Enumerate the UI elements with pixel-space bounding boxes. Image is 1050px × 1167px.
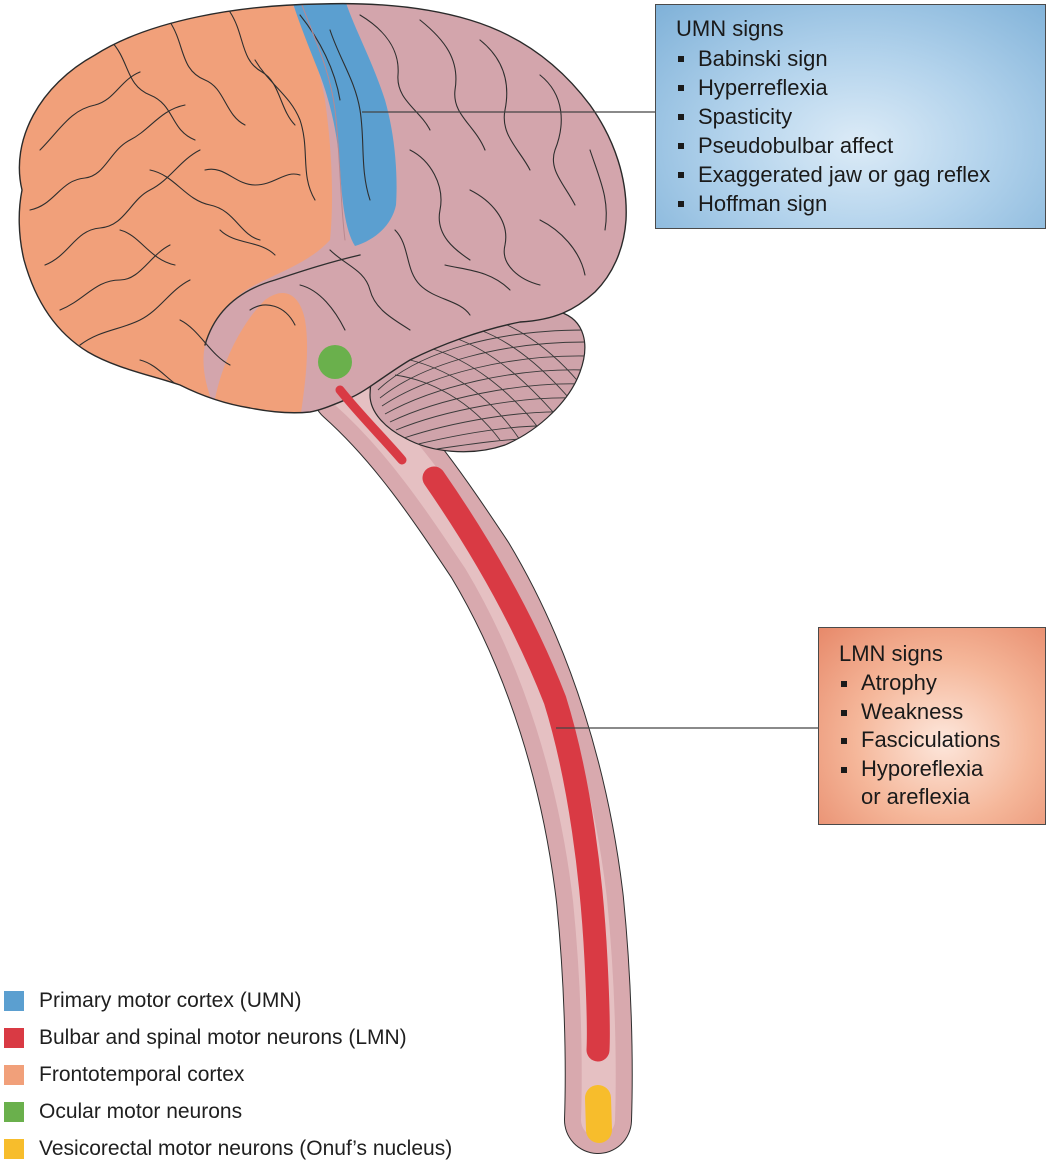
onufs-nucleus-mark (585, 1085, 612, 1143)
legend: Primary motor cortex (UMN) Bulbar and sp… (4, 982, 452, 1167)
legend-item: Frontotemporal cortex (4, 1056, 452, 1093)
legend-label: Ocular motor neurons (39, 1099, 243, 1123)
lmn-signs-list: Atrophy Weakness Fasciculations Hyporefl… (839, 669, 1035, 812)
cerebrum (18, 2, 627, 414)
legend-item: Ocular motor neurons (4, 1093, 452, 1130)
lmn-signs-box: LMN signs Atrophy Weakness Fasciculation… (818, 627, 1046, 825)
umn-sign-item: Exaggerated jaw or gag reflex (676, 160, 1031, 189)
legend-label: Bulbar and spinal motor neurons (LMN) (39, 1025, 407, 1049)
legend-swatch-green (4, 1101, 24, 1122)
lmn-signs-title: LMN signs (839, 641, 943, 666)
umn-sign-item: Hoffman sign (676, 189, 1031, 218)
umn-signs-title: UMN signs (676, 16, 784, 41)
umn-signs-list: Babinski sign Hyperreflexia Spasticity P… (676, 44, 1031, 218)
legend-swatch-yellow (4, 1138, 24, 1159)
legend-label: Primary motor cortex (UMN) (39, 988, 302, 1012)
primary-motor-cortex-region (292, 3, 397, 246)
umn-sign-item: Spasticity (676, 102, 1031, 131)
umn-sign-item: Hyperreflexia (676, 73, 1031, 102)
legend-item: Bulbar and spinal motor neurons (LMN) (4, 1019, 452, 1056)
lmn-sign-item-continuation: or areflexia (861, 784, 970, 809)
legend-label: Frontotemporal cortex (39, 1062, 245, 1086)
frontotemporal-region (19, 3, 333, 413)
lmn-sign-item: Atrophy (839, 669, 1035, 698)
umn-sign-item: Pseudobulbar affect (676, 131, 1031, 160)
legend-swatch-red (4, 1027, 24, 1048)
lmn-sign-item: Hyporeflexia (839, 755, 1035, 784)
legend-label: Vesicorectal motor neurons (Onuf’s nucle… (39, 1136, 453, 1160)
ocular-motor-neurons-mark (318, 345, 352, 379)
lmn-sign-item: Weakness (839, 698, 1035, 727)
temporal-pole-region (212, 292, 308, 413)
umn-sign-item: Babinski sign (676, 44, 1031, 73)
legend-swatch-blue (4, 990, 24, 1011)
bulbar-motor-neurons-mark (335, 385, 407, 465)
spinal-motor-neurons-mark (422, 466, 610, 1062)
legend-item: Primary motor cortex (UMN) (4, 982, 452, 1019)
legend-swatch-orange (4, 1064, 24, 1085)
legend-item: Vesicorectal motor neurons (Onuf’s nucle… (4, 1130, 452, 1167)
umn-signs-box: UMN signs Babinski sign Hyperreflexia Sp… (655, 4, 1046, 229)
lmn-sign-item: Fasciculations (839, 726, 1035, 755)
